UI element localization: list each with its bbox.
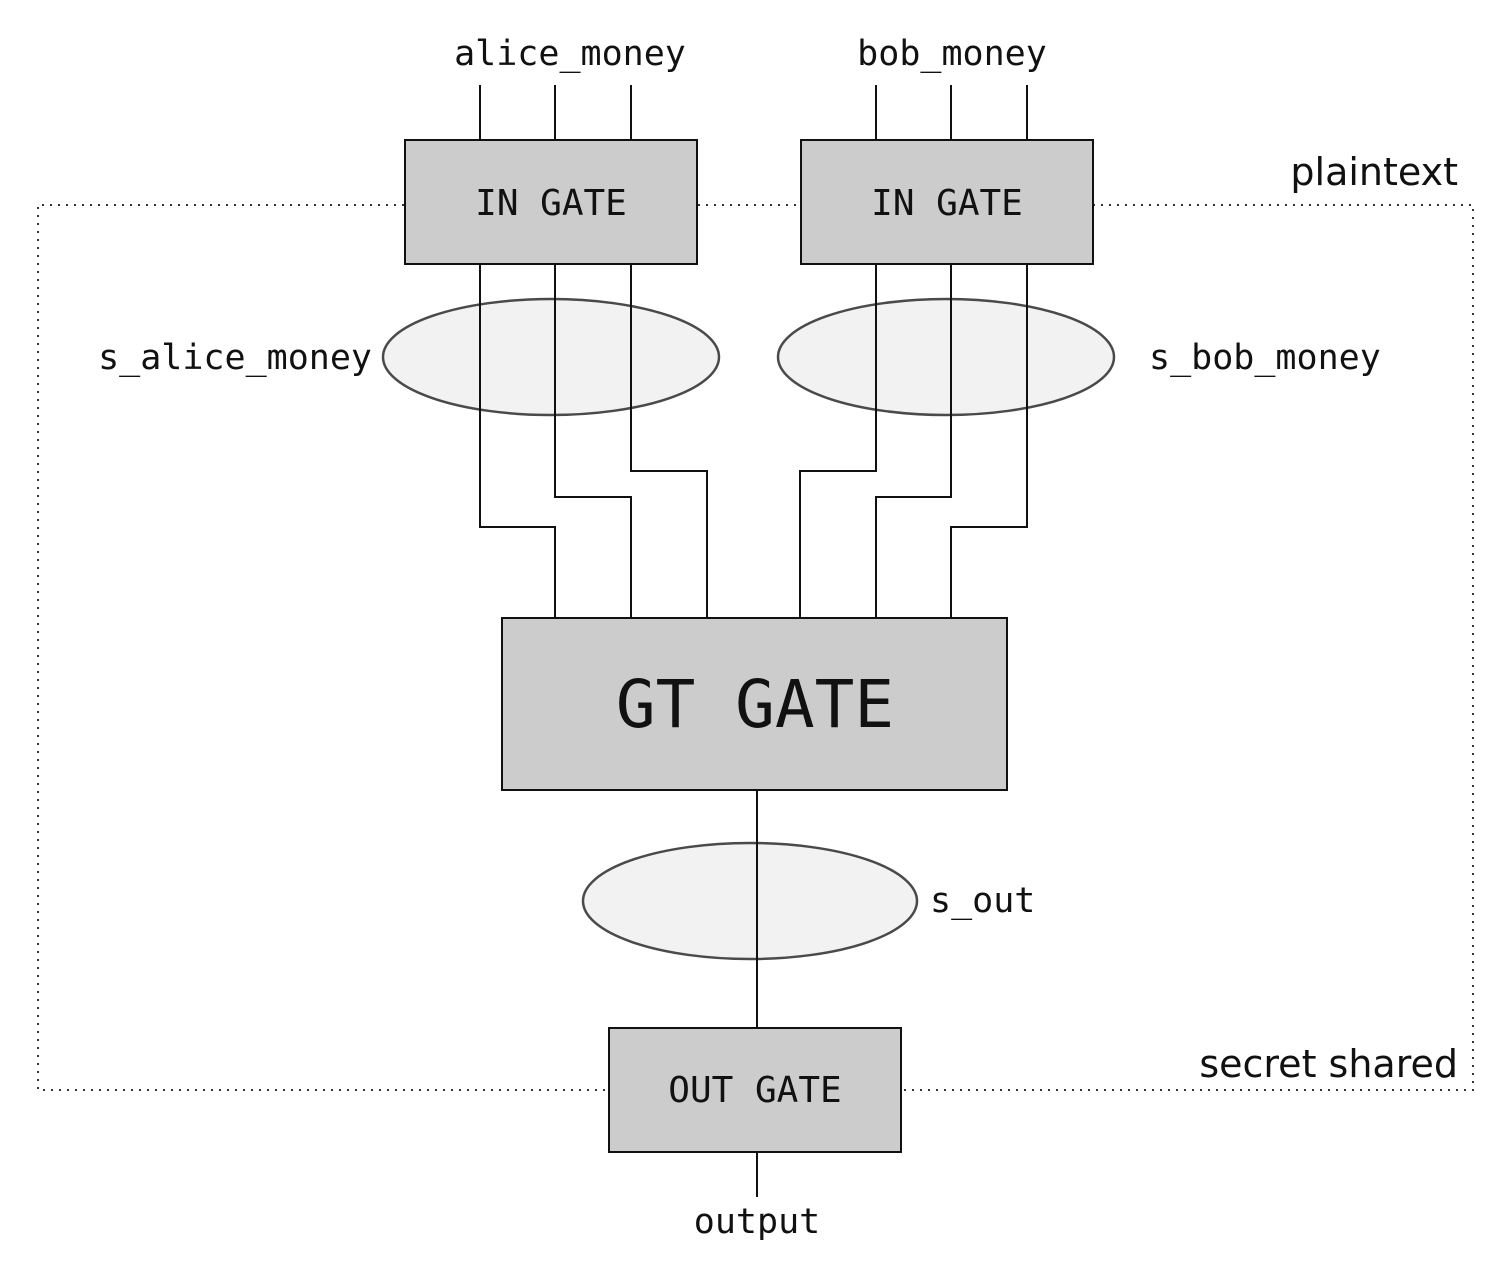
secret-shared-region bbox=[37, 204, 1474, 1091]
s-out-label: s_out bbox=[930, 881, 1035, 921]
alice-share-wire-2 bbox=[554, 264, 632, 618]
plaintext-region-label: plaintext bbox=[1290, 150, 1458, 194]
alice-in-gate-label: IN GATE bbox=[475, 183, 627, 224]
bob-share-wire-1 bbox=[799, 264, 877, 618]
bob-input-wires bbox=[875, 85, 1028, 140]
gt-gate-label: GT GATE bbox=[616, 666, 894, 743]
bob-in-gate: IN GATE bbox=[800, 139, 1094, 265]
bob-in-gate-box bbox=[800, 139, 1094, 265]
gt-gate-box bbox=[501, 617, 1008, 791]
s-bob-money-ellipse bbox=[776, 297, 1116, 417]
s-alice-money-ellipse bbox=[381, 297, 721, 417]
alice-money-input-label: alice_money bbox=[454, 34, 686, 74]
alice-share-wires bbox=[479, 264, 708, 618]
s-bob-money-label: s_bob_money bbox=[1149, 338, 1381, 378]
s-alice-money-label: s_alice_money bbox=[98, 338, 372, 378]
alice-share-wire-3 bbox=[630, 264, 708, 618]
alice-share-wire-1 bbox=[479, 264, 556, 618]
alice-input-wires bbox=[479, 85, 632, 140]
bob-share-wire-2 bbox=[875, 264, 952, 618]
bob-share-wire-3 bbox=[950, 264, 1028, 618]
bob-money-input-label: bob_money bbox=[857, 34, 1047, 74]
alice-in-gate: IN GATE bbox=[404, 139, 698, 265]
alice-in-gate-box bbox=[404, 139, 698, 265]
bob-in-gate-label: IN GATE bbox=[871, 183, 1023, 224]
out-gate-box bbox=[608, 1027, 902, 1153]
gt-gate: GT GATE bbox=[501, 617, 1008, 791]
output-label: output bbox=[694, 1202, 820, 1242]
out-gate-label: OUT GATE bbox=[668, 1070, 841, 1111]
region-border-top-left bbox=[37, 204, 608, 1091]
out-gate: OUT GATE bbox=[608, 1027, 902, 1153]
s-out-ellipse bbox=[581, 841, 919, 961]
secret-shared-region-label: secret shared bbox=[1199, 1042, 1458, 1086]
bob-share-wires bbox=[799, 264, 1028, 618]
